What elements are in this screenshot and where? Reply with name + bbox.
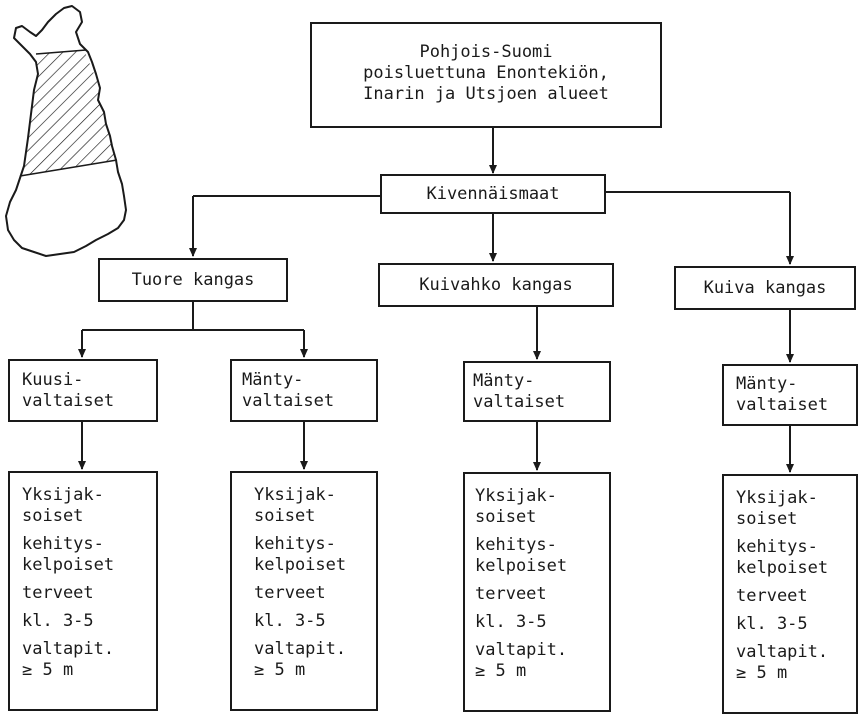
dominance-line-2: valtaiset — [736, 395, 829, 415]
criteria-line: valtapit. — [475, 640, 568, 660]
site-type-label-tuore: Tuore kangas — [131, 269, 255, 290]
criteria-line: kelpoiset — [254, 555, 347, 575]
criteria-line: Yksijak- — [736, 488, 818, 508]
criteria-box-2: Yksijak- soiset kehitys- kelpoiset terve… — [230, 471, 378, 711]
criteria-line: soiset — [254, 506, 316, 526]
criteria-line: kl. 3-5 — [254, 611, 326, 631]
dominance-line-1: Mänty- — [736, 374, 798, 394]
criteria-line: kl. 3-5 — [475, 612, 547, 632]
criteria-line: kehitys- — [736, 537, 818, 557]
criteria-line: Yksijak- — [22, 485, 104, 505]
criteria-line: ≥ 5 m — [254, 660, 306, 680]
criteria-line: kelpoiset — [736, 558, 829, 578]
dominance-box-manty-kuiva: Mänty- valtaiset — [722, 364, 858, 426]
site-type-label-kuivahko: Kuivahko kangas — [419, 274, 573, 295]
criteria-line: ≥ 5 m — [475, 661, 527, 681]
criteria-box-1: Yksijak- soiset kehitys- kelpoiset terve… — [8, 471, 158, 711]
dominance-line-1: Mänty- — [473, 371, 535, 391]
dominance-box-kuusi: Kuusi- valtaiset — [8, 359, 158, 422]
finland-map-icon — [5, 5, 127, 257]
site-type-box-kuiva: Kuiva kangas — [674, 266, 856, 310]
criteria-line: Yksijak- — [254, 485, 336, 505]
region-line-3: Inarin ja Utsjoen alueet — [363, 84, 609, 104]
criteria-line: valtapit. — [736, 642, 829, 662]
connector-lines — [78, 128, 794, 473]
criteria-line: terveet — [22, 583, 94, 603]
soil-box: Kivennäismaat — [380, 174, 606, 214]
criteria-line: terveet — [475, 584, 547, 604]
criteria-line: kl. 3-5 — [736, 614, 808, 634]
site-type-label-kuiva: Kuiva kangas — [703, 277, 827, 298]
criteria-box-3: Yksijak- soiset kehitys- kelpoiset terve… — [463, 472, 611, 712]
criteria-line: terveet — [736, 586, 808, 606]
dominance-box-manty-tuore: Mänty- valtaiset — [230, 359, 378, 422]
criteria-line: ≥ 5 m — [736, 663, 788, 683]
criteria-line: kehitys- — [254, 534, 336, 554]
criteria-line: soiset — [22, 506, 84, 526]
criteria-line: kl. 3-5 — [22, 611, 94, 631]
criteria-line: kelpoiset — [22, 555, 115, 575]
site-type-box-tuore: Tuore kangas — [98, 258, 288, 302]
region-box: Pohjois-Suomi poisluettuna Enontekiön, I… — [310, 22, 662, 128]
criteria-line: valtapit. — [254, 639, 347, 659]
dominance-line-1: Kuusi- — [22, 370, 84, 390]
criteria-line: Yksijak- — [475, 486, 557, 506]
dominance-box-manty-kuivahko: Mänty- valtaiset — [463, 361, 611, 422]
region-line-1: Pohjois-Suomi — [419, 42, 553, 62]
criteria-line: kelpoiset — [475, 556, 568, 576]
criteria-line: soiset — [475, 507, 537, 527]
criteria-line: kehitys- — [475, 535, 557, 555]
criteria-box-4: Yksijak- soiset kehitys- kelpoiset terve… — [722, 474, 858, 714]
criteria-line: kehitys- — [22, 534, 104, 554]
site-type-box-kuivahko: Kuivahko kangas — [378, 263, 614, 307]
criteria-line: soiset — [736, 509, 798, 529]
dominance-line-2: valtaiset — [242, 391, 335, 411]
dominance-line-2: valtaiset — [473, 392, 566, 412]
dominance-line-2: valtaiset — [22, 391, 115, 411]
criteria-line: valtapit. — [22, 639, 115, 659]
criteria-line: terveet — [254, 583, 326, 603]
region-line-2: poisluettuna Enontekiön, — [363, 63, 609, 83]
soil-label: Kivennäismaat — [426, 183, 560, 204]
dominance-line-1: Mänty- — [242, 370, 304, 390]
criteria-line: ≥ 5 m — [22, 660, 74, 680]
